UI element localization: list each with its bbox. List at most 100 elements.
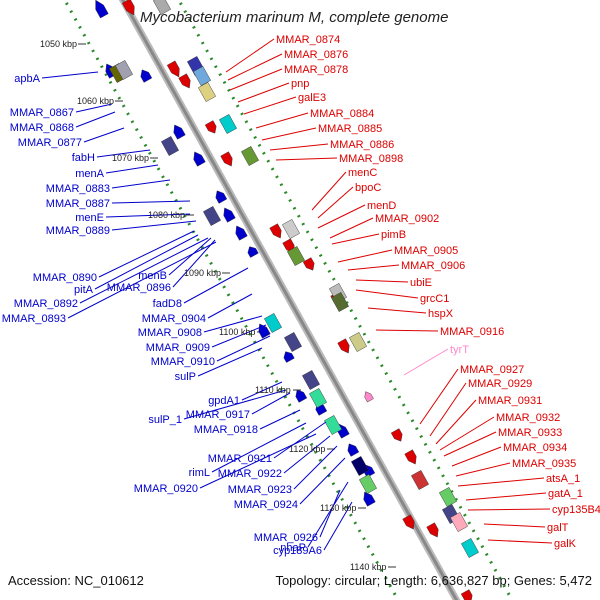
gene-label[interactable]: galK [554,538,577,550]
gene-label[interactable]: galE3 [298,92,326,104]
gene-label[interactable]: MMAR_0876 [284,49,348,61]
gene-label[interactable]: MMAR_0932 [496,412,560,424]
gene-label[interactable]: MMAR_0887 [46,198,110,210]
gene-label[interactable]: nhaP [280,542,306,554]
gene-label[interactable]: bpoC [355,182,381,194]
gene-label[interactable]: MMAR_0934 [503,442,567,454]
forward-gene-arrow[interactable] [166,60,183,79]
gene-label[interactable]: pnp [291,78,309,90]
gene-label[interactable]: sulP_1 [148,414,182,426]
forward-gene-arrow[interactable] [460,589,475,600]
gene-label[interactable]: MMAR_0892 [14,298,78,310]
gene-label[interactable]: atsA_1 [546,473,580,485]
gene-label[interactable]: MMAR_0886 [330,139,394,151]
feature-block[interactable] [115,60,133,80]
forward-gene-arrow[interactable] [402,514,418,532]
gene-label[interactable]: MMAR_0922 [218,468,282,480]
gene-label[interactable]: MMAR_0918 [194,424,258,436]
gene-label[interactable]: MMAR_0923 [228,484,292,496]
forward-gene-arrow[interactable] [302,257,317,273]
reverse-gene-arrow[interactable] [92,0,109,19]
gene-label[interactable]: galT [547,522,569,534]
trna-arrow[interactable] [363,390,374,403]
feature-block[interactable] [359,474,377,494]
gene-label[interactable]: MMAR_0896 [107,282,171,294]
gene-label[interactable]: MMAR_0917 [186,409,250,421]
reverse-gene-arrow[interactable] [138,68,153,83]
gene-label[interactable]: menD [367,200,396,212]
gene-label[interactable]: MMAR_0920 [134,483,198,495]
gene-label[interactable]: MMAR_0906 [401,260,465,272]
gene-label[interactable]: MMAR_0909 [146,342,210,354]
feature-block[interactable] [264,313,282,333]
reverse-gene-arrow[interactable] [221,206,236,223]
gene-label[interactable]: menA [75,168,104,180]
gene-label[interactable]: grcC1 [420,293,449,305]
gene-label[interactable]: MMAR_0904 [142,313,206,325]
forward-gene-arrow[interactable] [178,73,194,91]
gene-label[interactable]: sulP [175,371,196,383]
reverse-gene-arrow[interactable] [233,224,248,241]
gene-label[interactable]: MMAR_0935 [512,458,576,470]
reverse-gene-arrow[interactable] [191,150,206,167]
gene-label[interactable]: MMAR_0884 [310,108,374,120]
feature-block[interactable] [331,292,349,312]
gene-label[interactable]: fadD8 [153,298,182,310]
feature-block[interactable] [351,456,369,476]
gene-label[interactable]: cyp189A6 [273,545,322,557]
gene-label[interactable]: MMAR_0929 [468,378,532,390]
gene-label[interactable]: MMAR_0867 [10,107,74,119]
reverse-gene-arrow[interactable] [282,349,295,363]
gene-label[interactable]: MMAR_0926 [254,532,318,544]
gene-label[interactable]: tyrT [450,344,469,356]
feature-block[interactable] [153,0,171,15]
forward-gene-arrow[interactable] [220,151,236,169]
gene-label[interactable]: MMAR_0898 [339,153,403,165]
gene-label[interactable]: gatA_1 [548,488,583,500]
feature-block[interactable] [282,219,300,239]
feature-block[interactable] [411,470,429,490]
forward-gene-arrow[interactable] [121,0,138,17]
forward-gene-arrow[interactable] [337,338,353,356]
gene-label[interactable]: MMAR_0883 [46,183,110,195]
feature-block[interactable] [198,82,216,102]
gene-label[interactable]: MMAR_0878 [284,64,348,76]
gene-label[interactable]: MMAR_0916 [440,326,504,338]
feature-block[interactable] [439,487,457,507]
feature-block[interactable] [219,114,237,134]
gene-label[interactable]: rimL [189,467,210,479]
gene-label[interactable]: MMAR_0877 [18,137,82,149]
feature-block[interactable] [450,512,468,532]
forward-gene-arrow[interactable] [426,522,442,540]
feature-block[interactable] [349,332,367,352]
forward-gene-arrow[interactable] [390,428,405,444]
gene-label[interactable]: MMAR_0874 [276,34,340,46]
gene-label[interactable]: MMAR_0902 [375,213,439,225]
gene-label[interactable]: cyp135B4 [552,504,600,516]
feature-block[interactable] [193,66,211,86]
gene-label[interactable]: ubiE [410,277,432,289]
gene-label[interactable]: MMAR_0893 [2,313,66,325]
gene-label[interactable]: MMAR_0931 [478,395,542,407]
gene-label[interactable]: MMAR_0921 [208,453,272,465]
feature-block[interactable] [203,206,221,226]
gene-label[interactable]: MMAR_0890 [33,272,97,284]
reverse-gene-arrow[interactable] [361,490,376,507]
gene-label[interactable]: fabH [72,152,95,164]
reverse-gene-arrow[interactable] [213,189,228,204]
gene-label[interactable]: pitA [74,284,94,296]
gene-label[interactable]: gpdA1 [208,395,240,407]
gene-label[interactable]: MMAR_0924 [234,499,298,511]
reverse-gene-arrow[interactable] [171,123,186,140]
feature-block[interactable] [302,370,320,390]
gene-label[interactable]: pimB [381,229,406,241]
forward-gene-arrow[interactable] [204,120,219,136]
gene-label[interactable]: apbA [14,73,40,85]
gene-label[interactable]: MMAR_0889 [46,225,110,237]
reverse-gene-arrow[interactable] [345,442,360,457]
feature-block[interactable] [284,332,302,352]
reverse-gene-arrow[interactable] [246,244,259,258]
gene-label[interactable]: MMAR_0905 [394,245,458,257]
forward-gene-arrow[interactable] [404,449,420,467]
gene-label[interactable]: MMAR_0908 [138,327,202,339]
